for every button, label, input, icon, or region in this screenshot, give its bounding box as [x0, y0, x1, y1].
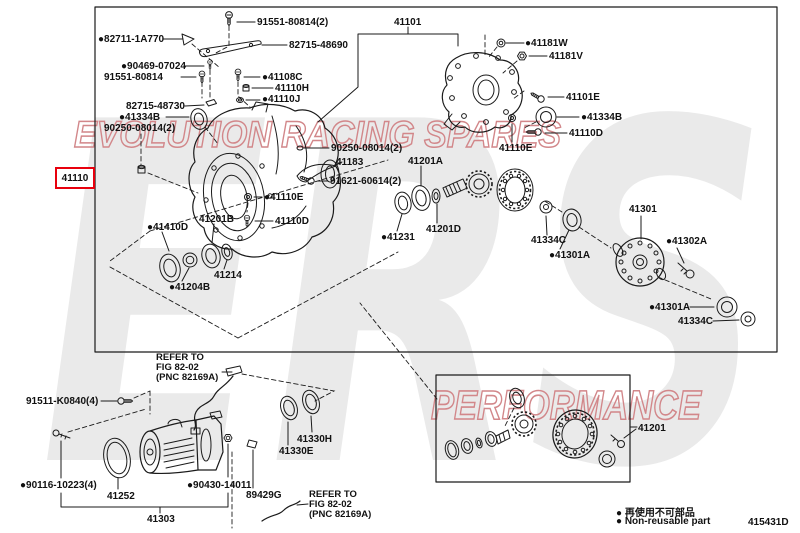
- part-label-90250-08014-left: 90250-08014(2): [104, 123, 176, 134]
- part-label-41301: 41301: [629, 204, 657, 215]
- part-label-41110e-mid: ●41110E: [264, 192, 304, 203]
- part-label-41108c: ●41108C: [262, 72, 303, 83]
- part-label-90469-07024: ●90469-07024: [121, 61, 186, 72]
- part-label-41201d: 41201D: [426, 224, 462, 235]
- housing-side-parts: [296, 145, 343, 186]
- legend-non-reusable-jp: ● 再使用不可部品: [616, 508, 695, 519]
- part-label-41330h: 41330H: [297, 434, 333, 445]
- highlighted-part-label: 41110: [61, 172, 89, 184]
- part-label-41252: 41252: [107, 491, 135, 502]
- part-label-41334b-right: ●41334B: [581, 112, 623, 123]
- part-label-41110h: 41110H: [275, 83, 309, 94]
- inset-kit-drawing: [435, 374, 638, 483]
- part-label-41110j: ●41110J: [262, 94, 301, 105]
- part-label-41181v: 41181V: [549, 51, 583, 62]
- part-label-41110e-right: 41110E: [499, 143, 533, 154]
- part-label-41334b-left: ●41334B: [119, 112, 161, 123]
- bracket-41101: [317, 26, 459, 123]
- part-label-41410d: ●41410D: [147, 222, 189, 233]
- part-label-82715-48690: 82715-48690: [289, 40, 348, 51]
- part-label-41334c-1: 41334C: [531, 235, 567, 246]
- diff-case-group: [539, 199, 756, 327]
- refer-note-bottom: REFER TO FIG 82-02 (PNC 82169A): [309, 489, 372, 520]
- part-label-41183: 41183: [336, 157, 364, 168]
- refer-note-top: REFER TO FIG 82-02 (PNC 82169A): [156, 352, 219, 383]
- highlighted-part-box: 41110: [55, 167, 95, 189]
- part-label-41201b: 41201B: [199, 214, 235, 225]
- part-label-41204b: ●41204B: [169, 282, 211, 293]
- part-label-91551-80814: 91551-80814: [104, 72, 163, 83]
- legend-non-reusable-en: ● Non-reusable part: [616, 516, 711, 527]
- part-label-91511-k0840: 91511-K0840(4): [26, 396, 99, 407]
- part-label-41334c-2: 41334C: [678, 316, 714, 327]
- svg-text:EVOLUTION RACING SPARES: EVOLUTION RACING SPARES: [74, 114, 561, 155]
- carrier-housing-drawing: [188, 101, 341, 258]
- part-label-90250-08014-mid: 90250-08014(2): [331, 143, 403, 154]
- part-label-41110d-right: 41110D: [569, 128, 603, 139]
- drain-plug-parts: [243, 193, 274, 227]
- side-bearing-group: [159, 223, 233, 283]
- part-label-41181w: ●41181W: [525, 38, 568, 49]
- part-label-91551-80814-2: 91551-80814(2): [257, 17, 329, 28]
- part-label-41101e: 41101E: [566, 92, 600, 103]
- diagram-code: 415431D: [748, 517, 789, 528]
- part-label-41330e: 41330E: [279, 446, 314, 457]
- part-label-41303: 41303: [147, 514, 175, 525]
- part-label-41301a-2: ●41301A: [649, 302, 691, 313]
- part-label-41201a: 41201A: [408, 156, 444, 167]
- part-label-91621-60614: 91621-60614(2): [330, 176, 402, 187]
- part-label-90116-10223: ●90116-10223(4): [20, 480, 97, 491]
- part-label-41201-inset: 41201: [638, 423, 666, 434]
- coupling-assembly-drawing: [52, 365, 336, 529]
- watermark-band: EVOLUTION RACING SPARES: [73, 113, 562, 156]
- main-diagram-frame: [94, 6, 778, 353]
- part-label-41302a: ●41302A: [666, 236, 708, 247]
- pinion-and-bearings: [394, 165, 534, 232]
- part-label-41231: ●41231: [381, 232, 415, 243]
- part-label-41214: 41214: [214, 270, 242, 281]
- part-label-90430-14011: ●90430-14011: [187, 480, 252, 491]
- part-label-41110d-mid: 41110D: [275, 216, 309, 227]
- part-label-82715-48730: 82715-48730: [126, 101, 185, 112]
- rear-cover-drawing: [441, 34, 523, 133]
- part-label-82711-1a770: ●82711-1A770: [98, 34, 165, 45]
- rear-cover-fasteners: [487, 38, 580, 143]
- part-label-89429g: 89429G: [246, 490, 282, 501]
- part-label-41101: 41101: [394, 17, 422, 28]
- exploded-guide-lines: [109, 159, 438, 400]
- part-label-41301a-1: ●41301A: [549, 250, 591, 261]
